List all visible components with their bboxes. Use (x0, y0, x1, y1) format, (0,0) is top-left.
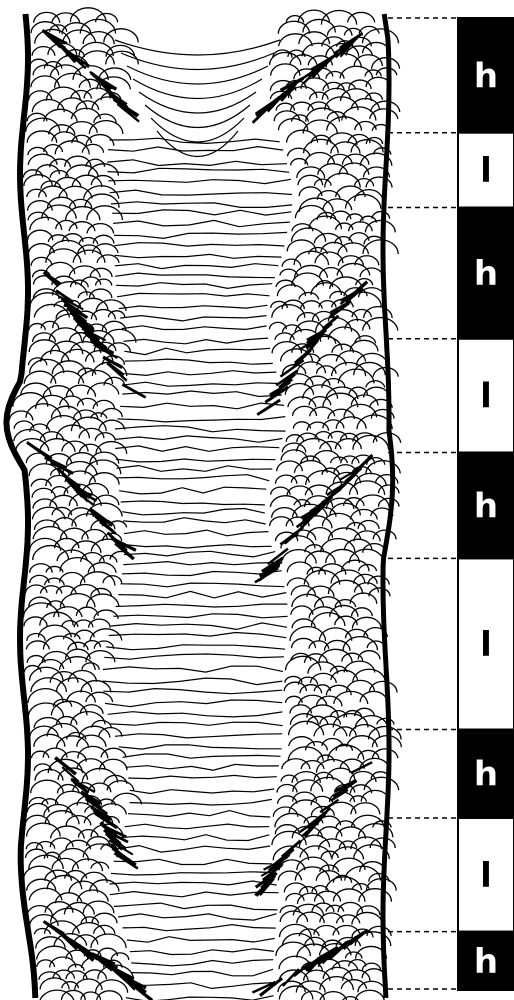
band-label-low: l (480, 377, 492, 417)
band-label-low: l (480, 151, 492, 191)
band-label-high: h (474, 942, 498, 982)
band-label-high: h (474, 254, 498, 294)
band-label-high: h (474, 56, 498, 96)
band-label-high: h (474, 755, 498, 795)
band-label-low: l (480, 856, 492, 896)
band-label-low: l (480, 625, 492, 665)
band-label-high: h (474, 486, 498, 526)
